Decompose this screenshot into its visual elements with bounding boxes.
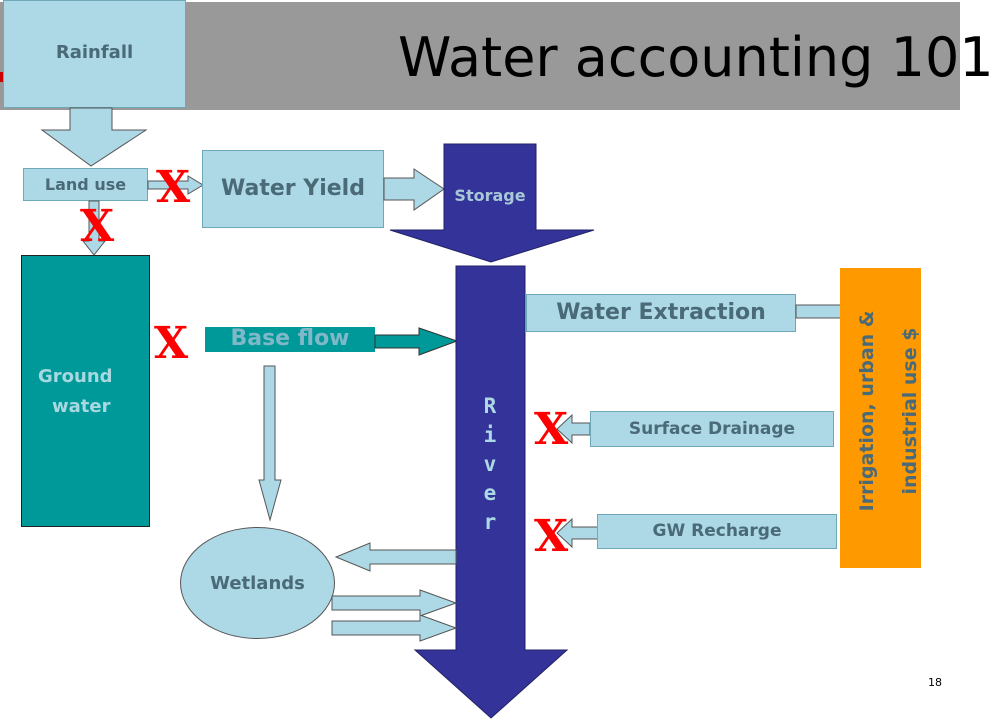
water-extraction-box: [526, 294, 796, 332]
x-mark-landuse-groundwater: X: [80, 201, 115, 252]
water-yield-label: Water Yield: [221, 176, 365, 201]
gw-recharge-box: [597, 514, 837, 549]
baseflow-to-river-arrow: [374, 327, 459, 356]
river-letter: i: [483, 423, 497, 447]
river-letter: r: [483, 510, 497, 534]
river-letter: R: [483, 394, 497, 418]
river-letter: e: [483, 481, 497, 505]
wetlands-label: Wetlands: [210, 573, 305, 594]
ground-water-box: [21, 255, 150, 527]
wetlands-ellipse: [180, 527, 335, 639]
gw-recharge-arrow: [556, 517, 599, 549]
river-to-wetlands-arrow: [334, 542, 457, 572]
surface-drainage-label: Surface Drainage: [628, 419, 796, 439]
x-mark-surface-drainage: X: [534, 404, 569, 455]
base-flow-label: Base flow: [230, 326, 350, 351]
header-left-marker: [0, 72, 4, 82]
gw-recharge-label: GW Recharge: [652, 521, 782, 541]
landuse-to-groundwater-arrow: [81, 200, 107, 256]
landuse-to-wateryield-arrow: [147, 175, 204, 195]
page-number: 18: [928, 676, 942, 689]
river-arrow: [413, 265, 569, 719]
wetlands-to-river-arrow-upper: [331, 589, 458, 617]
irrigation-label-line1: Irrigation, urban &: [856, 310, 878, 512]
river-label: R i v e r: [470, 392, 510, 537]
river-letter: v: [483, 452, 497, 476]
storage-label: Storage: [454, 186, 526, 205]
irrigation-use-box: [840, 268, 921, 568]
water-extraction-label: Water Extraction: [556, 300, 766, 325]
ground-water-label-line1: Ground: [38, 366, 113, 387]
base-flow-box: [205, 327, 375, 352]
land-use-label: Land use: [44, 175, 127, 194]
rainfall-label: Rainfall: [55, 42, 134, 63]
baseflow-to-wetlands-arrow: [258, 365, 282, 522]
surface-drainage-arrow: [556, 413, 591, 445]
wetlands-to-river-arrow-lower: [331, 614, 458, 642]
ground-water-label-line2: water: [52, 396, 111, 417]
x-mark-landuse-wateryield: X: [156, 162, 191, 213]
slide-title: Water accounting 101: [398, 26, 994, 89]
x-mark-gw-recharge: X: [534, 511, 569, 562]
rainfall-box: [3, 0, 186, 108]
wateryield-to-storage-arrow: [383, 168, 445, 211]
rainfall-down-arrow: [40, 107, 148, 167]
irrigation-label-line2: industrial use $: [899, 327, 921, 495]
x-mark-baseflow: X: [154, 318, 189, 369]
surface-drainage-box: [590, 411, 834, 447]
storage-down-arrow: [389, 143, 595, 263]
